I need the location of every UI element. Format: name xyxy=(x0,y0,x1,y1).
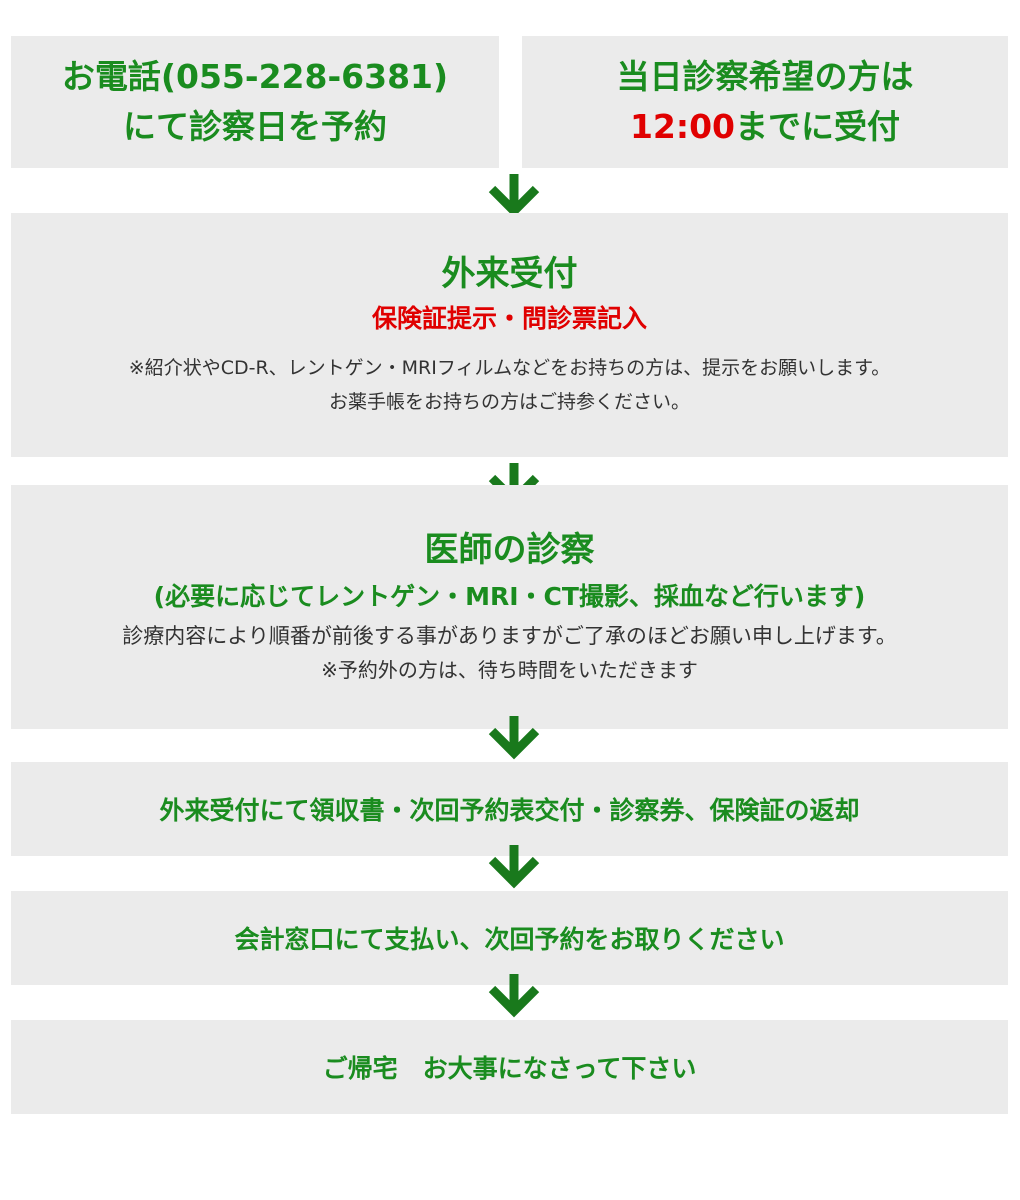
reception-step-box: 外来受付 保険証提示・問診票記入 ※紹介状やCD-R、レントゲン・MRIフィルム… xyxy=(11,213,1008,457)
down-arrow-icon xyxy=(488,974,540,1018)
reception-subtitle: 保険証提示・問診票記入 xyxy=(371,304,647,333)
phone-reservation-line1: お電話(055-228-6381) xyxy=(61,57,449,96)
receipt-step-box: 外来受付にて領収書・次回予約表交付・診察券、保険証の返却 xyxy=(11,762,1008,856)
same-day-line1: 当日診察希望の方は xyxy=(616,57,914,96)
reception-note: お薬手帳をお持ちの方はご持参ください。 xyxy=(328,391,690,413)
same-day-deadline-text: までに受付 xyxy=(735,107,901,146)
examination-step-box: 医師の診察 (必要に応じてレントゲン・MRI・CT撮影、採血など行います) 診療… xyxy=(11,485,1008,729)
examination-subtitle: (必要に応じてレントゲン・MRI・CT撮影、採血など行います) xyxy=(153,582,866,611)
examination-title: 医師の診察 xyxy=(424,530,595,570)
same-day-box: 当日診察希望の方は 12:00までに受付 xyxy=(522,36,1008,168)
reception-title: 外来受付 xyxy=(441,254,578,294)
payment-step-box: 会計窓口にて支払い、次回予約をお取りください xyxy=(11,891,1008,985)
payment-step-text: 会計窓口にて支払い、次回予約をお取りください xyxy=(234,925,785,954)
same-day-deadline-time: 12:00 xyxy=(629,107,736,146)
reception-note: ※紹介状やCD-R、レントゲン・MRIフィルムなどをお持ちの方は、提示をお願いし… xyxy=(128,357,891,379)
same-day-line2: 12:00までに受付 xyxy=(630,102,900,152)
down-arrow-icon xyxy=(488,845,540,889)
phone-reservation-box: お電話(055-228-6381) にて診察日を予約 xyxy=(11,36,499,168)
reception-notes: ※紹介状やCD-R、レントゲン・MRIフィルムなどをお持ちの方は、提示をお願いし… xyxy=(129,351,890,419)
down-arrow-icon xyxy=(488,174,540,218)
receipt-step-text: 外来受付にて領収書・次回予約表交付・診察券、保険証の返却 xyxy=(159,796,860,825)
phone-reservation-line2: にて診察日を予約 xyxy=(123,107,387,146)
go-home-step-box: ご帰宅 お大事になさって下さい xyxy=(11,1020,1008,1114)
examination-note: 診療内容により順番が前後する事がありますがご了承のほどお願い申し上げます。 xyxy=(122,624,897,648)
go-home-step-text: ご帰宅 お大事になさって下さい xyxy=(322,1054,697,1083)
examination-note: ※予約外の方は、待ち時間をいただきます xyxy=(321,658,698,682)
down-arrow-icon xyxy=(488,716,540,760)
examination-notes: 診療内容により順番が前後する事がありますがご了承のほどお願い申し上げます。 ※予… xyxy=(122,619,896,687)
